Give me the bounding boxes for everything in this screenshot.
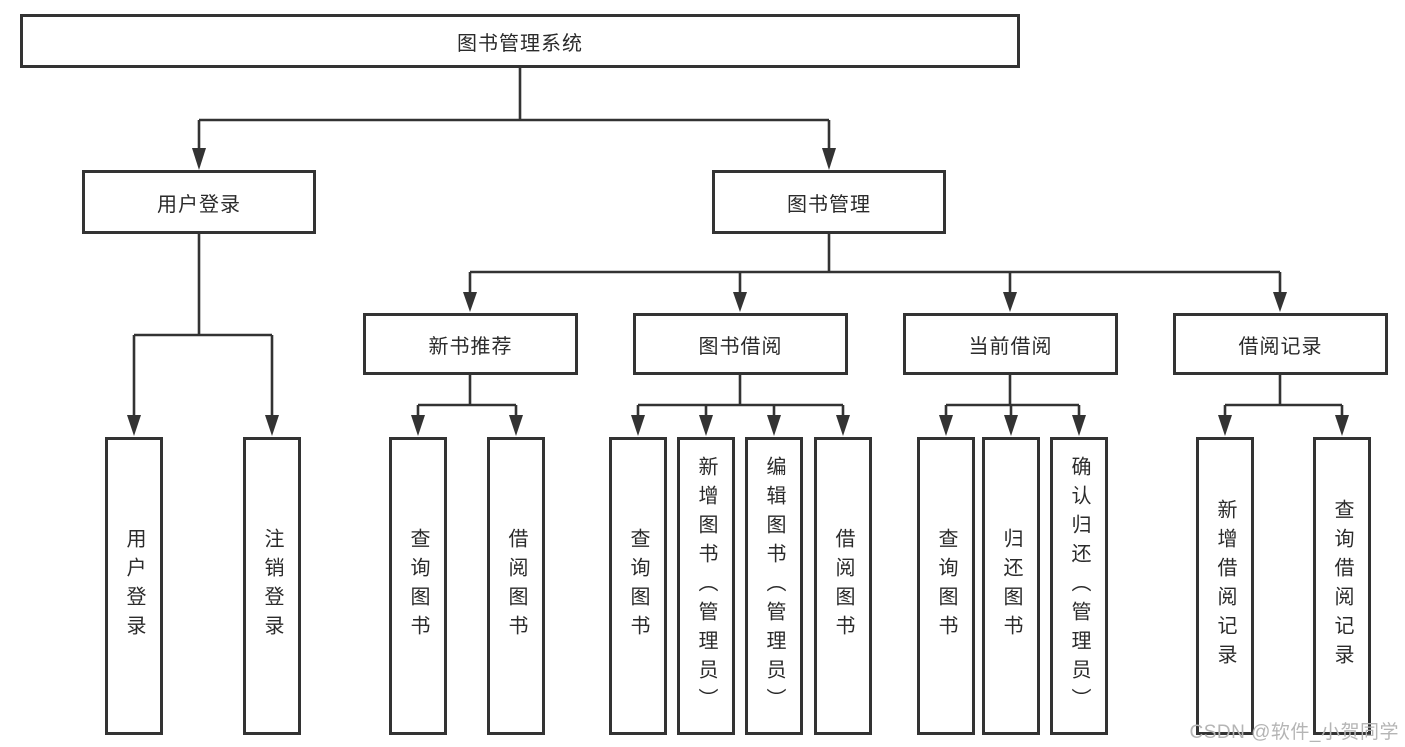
arrowhead-icon: [265, 415, 279, 436]
node-label: 确认归还（管理员）: [1068, 455, 1090, 717]
node-user-login-branch: 用户登录: [82, 170, 316, 234]
node-label: 新增图书（管理员）: [695, 455, 717, 717]
arrowhead-icon: [1218, 415, 1232, 436]
arrowhead-icon: [1004, 415, 1018, 436]
node-query-books-recommend: 查询图书: [389, 437, 447, 735]
arrowheads: [127, 148, 1349, 436]
arrowhead-icon: [1273, 292, 1287, 312]
node-label: 查询图书: [407, 528, 429, 644]
arrowhead-icon: [699, 415, 713, 436]
arrowhead-icon: [509, 415, 523, 436]
node-confirm-return-admin: 确认归还（管理员）: [1050, 437, 1108, 735]
node-book-borrowing: 图书借阅: [633, 313, 848, 375]
arrowhead-icon: [767, 415, 781, 436]
arrowhead-icon: [836, 415, 850, 436]
watermark: CSDN @软件_小贺同学: [1189, 722, 1399, 743]
node-return-books: 归还图书: [982, 437, 1040, 735]
node-query-books-current: 查询图书: [917, 437, 975, 735]
node-logout: 注销登录: [243, 437, 301, 735]
node-label: 查询图书: [935, 528, 957, 644]
node-edit-books-admin: 编辑图书（管理员）: [745, 437, 803, 735]
arrowhead-icon: [1335, 415, 1349, 436]
node-label: 借阅图书: [505, 528, 527, 644]
node-book-management-branch: 图书管理: [712, 170, 946, 234]
node-borrowing-records: 借阅记录: [1173, 313, 1388, 375]
arrowhead-icon: [192, 148, 206, 170]
node-label: 编辑图书（管理员）: [763, 455, 785, 717]
node-library-management-system: 图书管理系统: [20, 14, 1020, 68]
arrowhead-icon: [127, 415, 141, 436]
arrowhead-icon: [822, 148, 836, 170]
node-borrow-books: 借阅图书: [814, 437, 872, 735]
arrowhead-icon: [411, 415, 425, 436]
node-label: 查询图书: [627, 528, 649, 644]
arrowhead-icon: [631, 415, 645, 436]
node-label: 新增借阅记录: [1214, 499, 1236, 673]
node-add-borrow-record: 新增借阅记录: [1196, 437, 1254, 735]
node-query-borrow-record: 查询借阅记录: [1313, 437, 1371, 735]
arrowhead-icon: [1072, 415, 1086, 436]
arrowhead-icon: [733, 292, 747, 312]
node-label: 用户登录: [123, 528, 145, 644]
node-add-books-admin: 新增图书（管理员）: [677, 437, 735, 735]
arrowhead-icon: [463, 292, 477, 312]
node-label: 查询借阅记录: [1331, 499, 1353, 673]
node-label: 注销登录: [261, 528, 283, 644]
arrowhead-icon: [939, 415, 953, 436]
node-query-books-borrowing: 查询图书: [609, 437, 667, 735]
node-user-login: 用户登录: [105, 437, 163, 735]
node-label: 归还图书: [1000, 528, 1022, 644]
node-new-book-recommendation: 新书推荐: [363, 313, 578, 375]
arrowhead-icon: [1003, 292, 1017, 312]
node-label: 借阅图书: [832, 528, 854, 644]
node-borrow-books-recommend: 借阅图书: [487, 437, 545, 735]
node-current-borrowing: 当前借阅: [903, 313, 1118, 375]
